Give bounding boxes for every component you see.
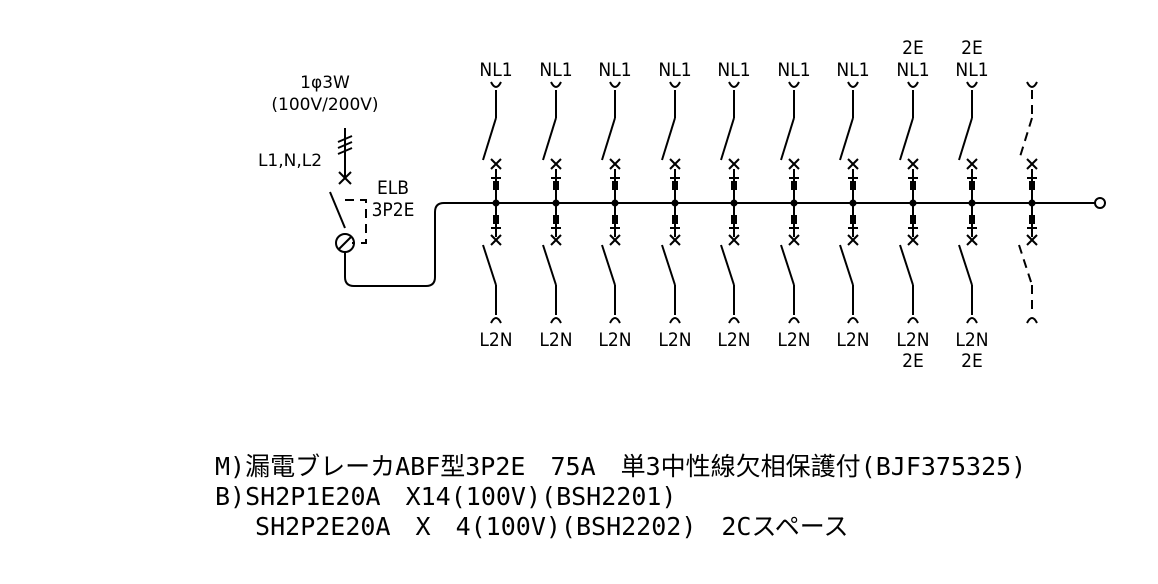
branch-bottom-label: L2N [658,329,691,351]
main-breaker-poles: 3P2E [372,199,415,221]
branch-top-label: NL1 [479,59,512,81]
branch-top-label: NL1 [658,59,691,81]
branch-top-label: NL1 [836,59,869,81]
branch-top-label: NL1 [717,59,750,81]
branch-bottom-label: L2N [479,329,512,351]
main-breaker-type: ELB [377,177,409,199]
branch-top-label: NL1 [777,59,810,81]
branch-bottom-label: L2N [717,329,750,351]
spec-line-branch-1e: B)SH2P1E20A X14(100V)(BSH2201) [215,482,677,511]
branch-bottom-label: L2N [539,329,572,351]
branch-breaker-10 [1018,81,1038,324]
branch-bottom-label: L2N [955,329,988,351]
branch-bottom-note: 2E [902,350,924,372]
branch-bottom-label: L2N [598,329,631,351]
branch-top-label: NL1 [896,59,929,81]
branch-bottom-note: 2E [961,350,983,372]
supply-line [337,128,353,185]
branch-bottom-label: L2N [896,329,929,351]
supply-conductors-label: L1,N,L2 [258,151,322,171]
branch-bottom-label: L2N [836,329,869,351]
branch-top-label: NL1 [598,59,631,81]
main-breaker-symbol [329,191,1106,287]
branch-top-note: 2E [902,37,924,59]
spec-line-main-breaker: M)漏電ブレーカABF型3P2E 75A 単3中性線欠相保護付(BJF37532… [215,452,1026,481]
branch-top-label: NL1 [955,59,988,81]
branch-top-label: NL1 [539,59,572,81]
branch-bottom-label: L2N [777,329,810,351]
branch-top-note: 2E [961,37,983,59]
branch-breakers: NL1L2NNL1L2NNL1L2NNL1L2NNL1L2NNL1L2NNL1L… [479,37,1038,372]
supply-voltage-label: (100V/200V) [271,95,378,115]
supply-phase-label: 1φ3W [300,73,350,93]
spec-line-branch-2e: SH2P2E20A X 4(100V)(BSH2202) 2Cスペース [215,512,849,541]
